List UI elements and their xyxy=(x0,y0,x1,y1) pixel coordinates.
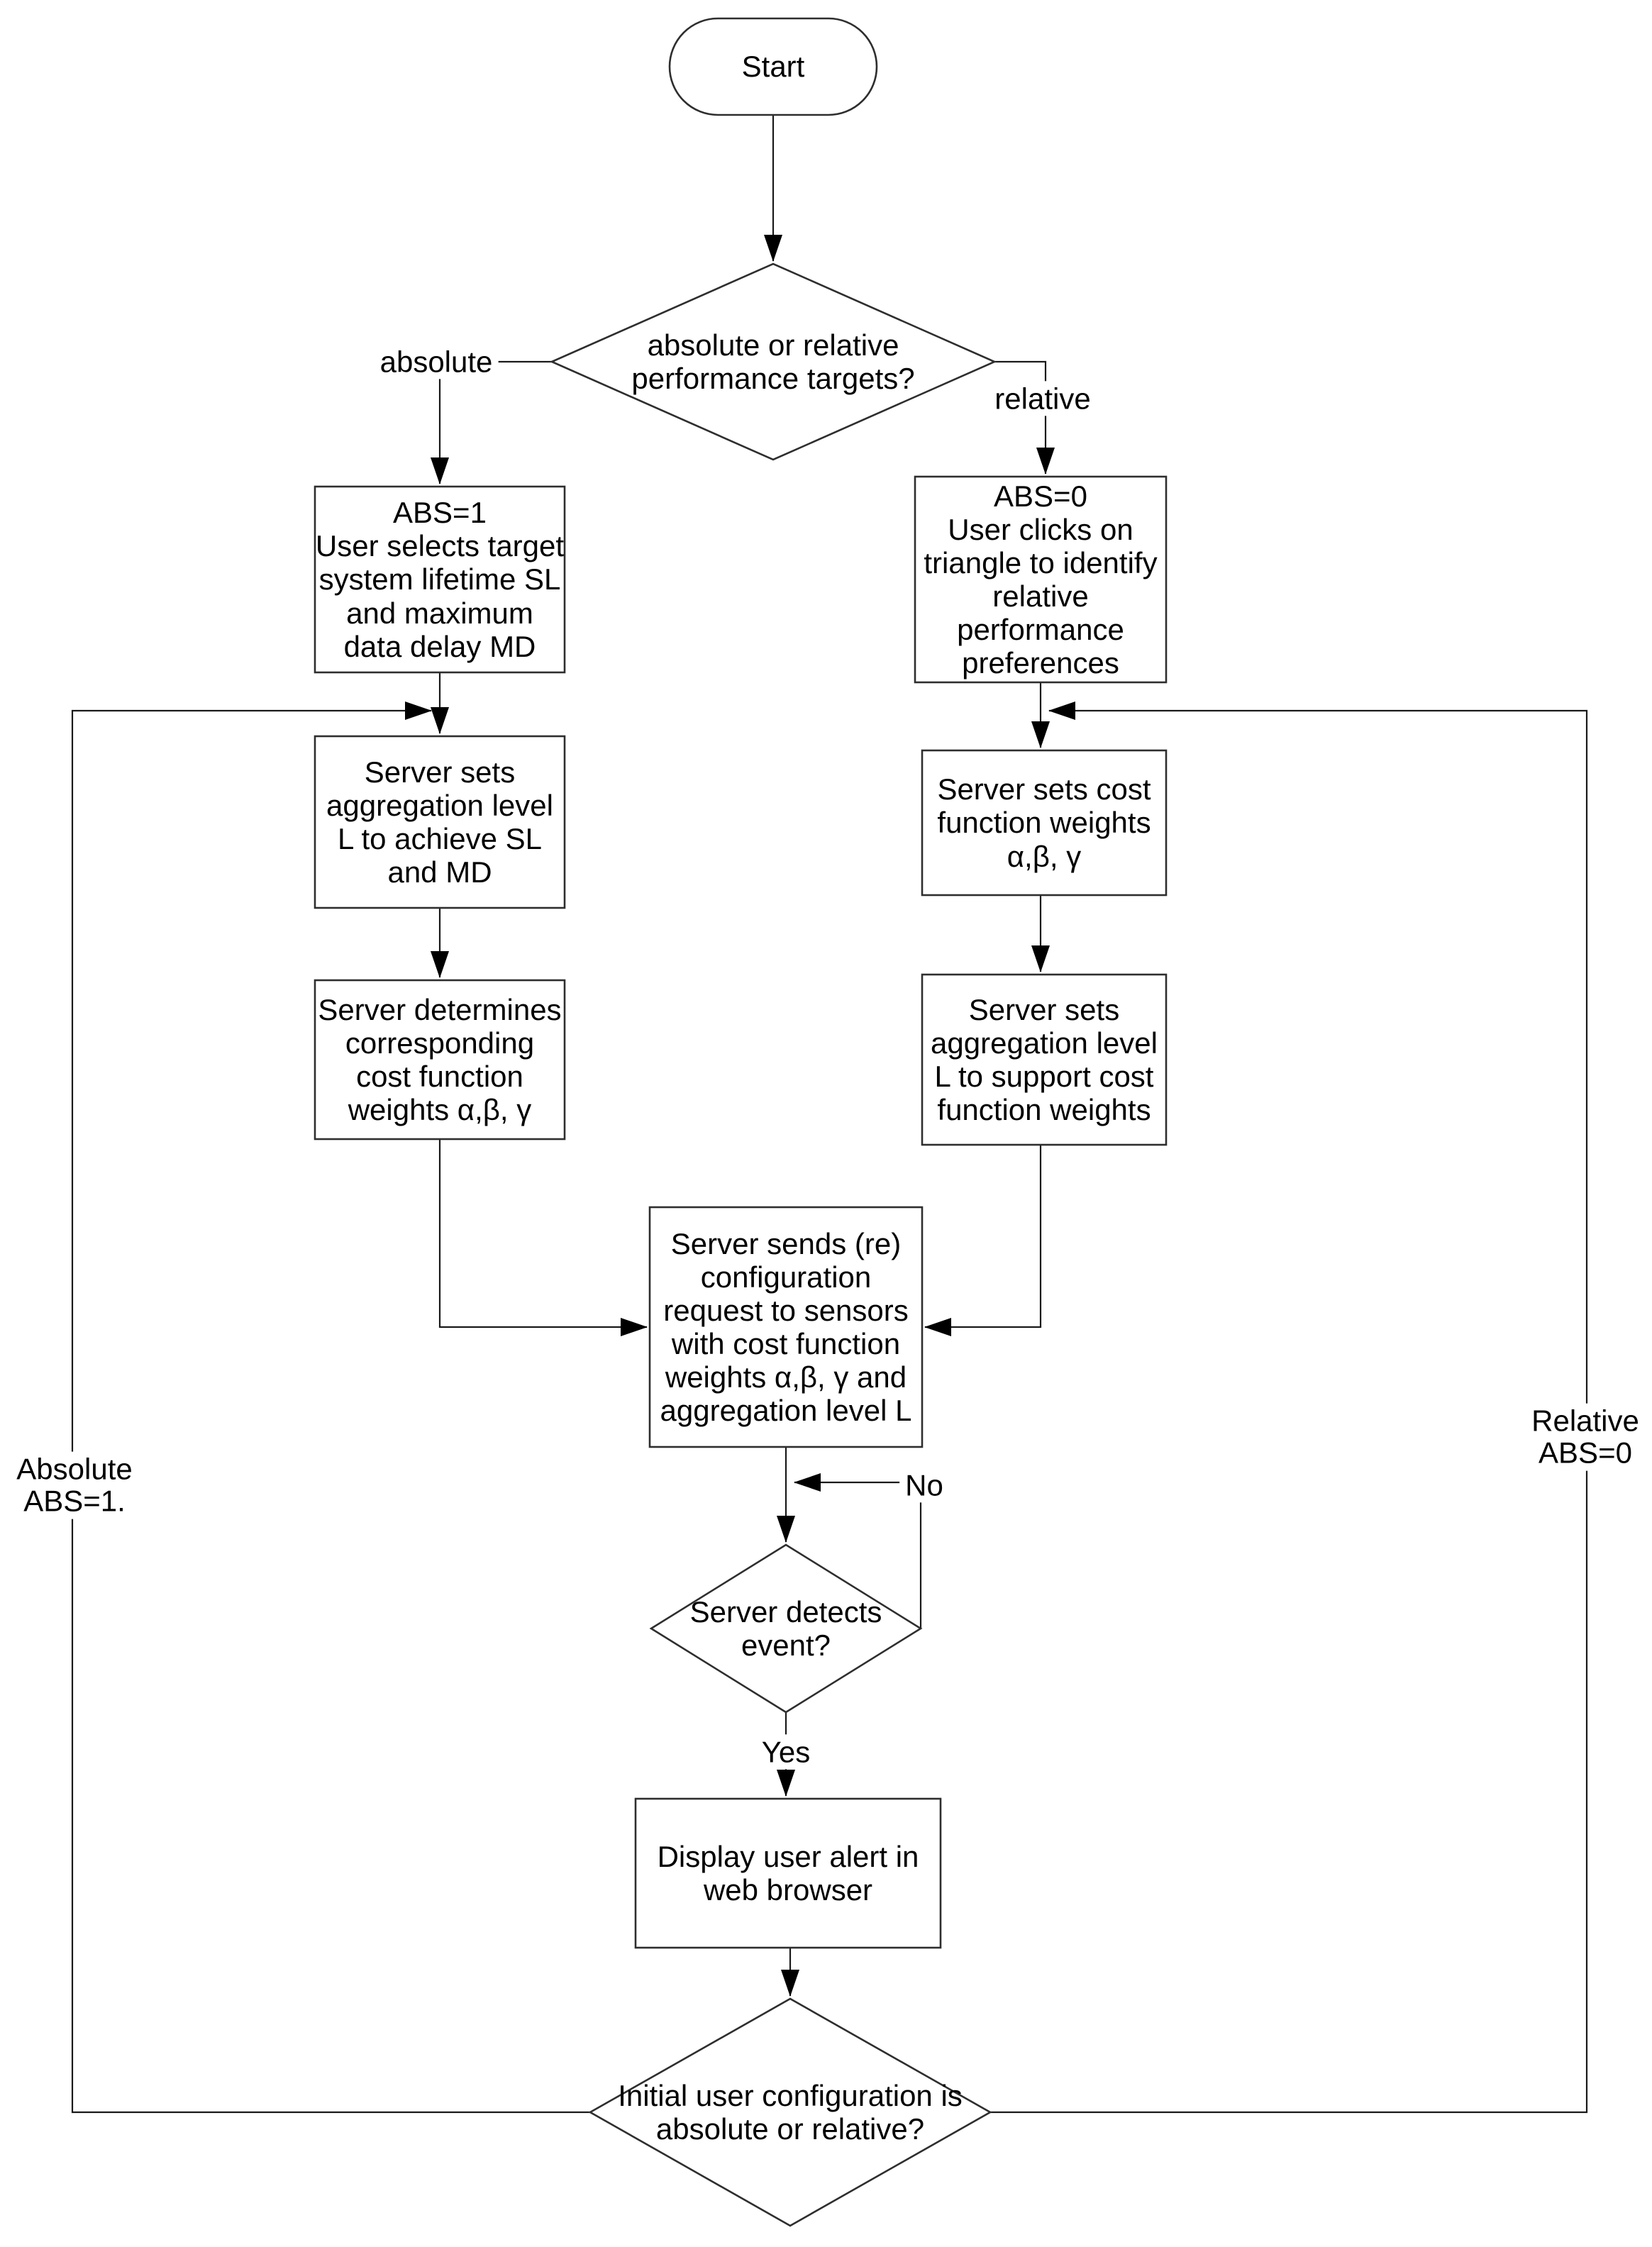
edge-abs3-to-send xyxy=(438,1139,648,1336)
edge-initial-relative-loop xyxy=(990,701,1588,2114)
decision-targets-label: absolute or relative performance targets… xyxy=(631,328,915,395)
send-config-shape xyxy=(648,1206,924,1448)
edge-label-relative: relative xyxy=(989,381,1097,416)
start-label: Start xyxy=(741,50,805,84)
decision-event-shape xyxy=(649,1543,923,1714)
abs-step1-label: ABS=1 User selects target system lifetim… xyxy=(315,496,565,663)
decision-targets-shape xyxy=(549,262,997,461)
rel-step1-shape xyxy=(914,475,1168,684)
start-terminator-shape xyxy=(668,17,878,116)
edge-label-loop-absolute: Absolute ABS=1. xyxy=(11,1451,138,1519)
edge-label-no: No xyxy=(899,1468,949,1503)
edge-decision-relative xyxy=(994,360,1055,475)
edge-initial-absolute-loop xyxy=(71,701,590,2114)
abs-step3-shape xyxy=(314,979,566,1141)
rel-step1-label: ABS=0 User clicks on triangle to identif… xyxy=(924,479,1158,680)
edge-decision-absolute xyxy=(431,360,552,484)
send-config-label: Server sends (re) configuration request … xyxy=(660,1226,912,1428)
abs-step1-shape xyxy=(314,485,566,674)
abs-step2-label: Server sets aggregation level L to achie… xyxy=(326,755,553,889)
abs-step3-label: Server determines corresponding cost fun… xyxy=(318,992,562,1127)
decision-event-label: Server detects event? xyxy=(689,1594,882,1662)
display-alert-label: Display user alert in web browser xyxy=(657,1839,919,1907)
rel-step2-label: Server sets cost function weights α,β, γ xyxy=(937,772,1151,873)
decision-initial-label: Initial user configuration is absolute o… xyxy=(618,2078,963,2146)
edge-label-yes: Yes xyxy=(755,1734,816,1770)
edge-label-loop-relative: Relative ABS=0 xyxy=(1526,1403,1645,1471)
rel-step3-shape xyxy=(921,973,1168,1146)
display-alert-shape xyxy=(634,1797,942,1949)
abs-step2-shape xyxy=(314,735,566,909)
edge-label-absolute: absolute xyxy=(374,344,499,379)
decision-initial-shape xyxy=(588,1997,992,2227)
rel-step3-label: Server sets aggregation level L to suppo… xyxy=(931,992,1158,1127)
rel-step2-shape xyxy=(921,749,1168,897)
edge-rel3-to-send xyxy=(924,1145,1042,1336)
